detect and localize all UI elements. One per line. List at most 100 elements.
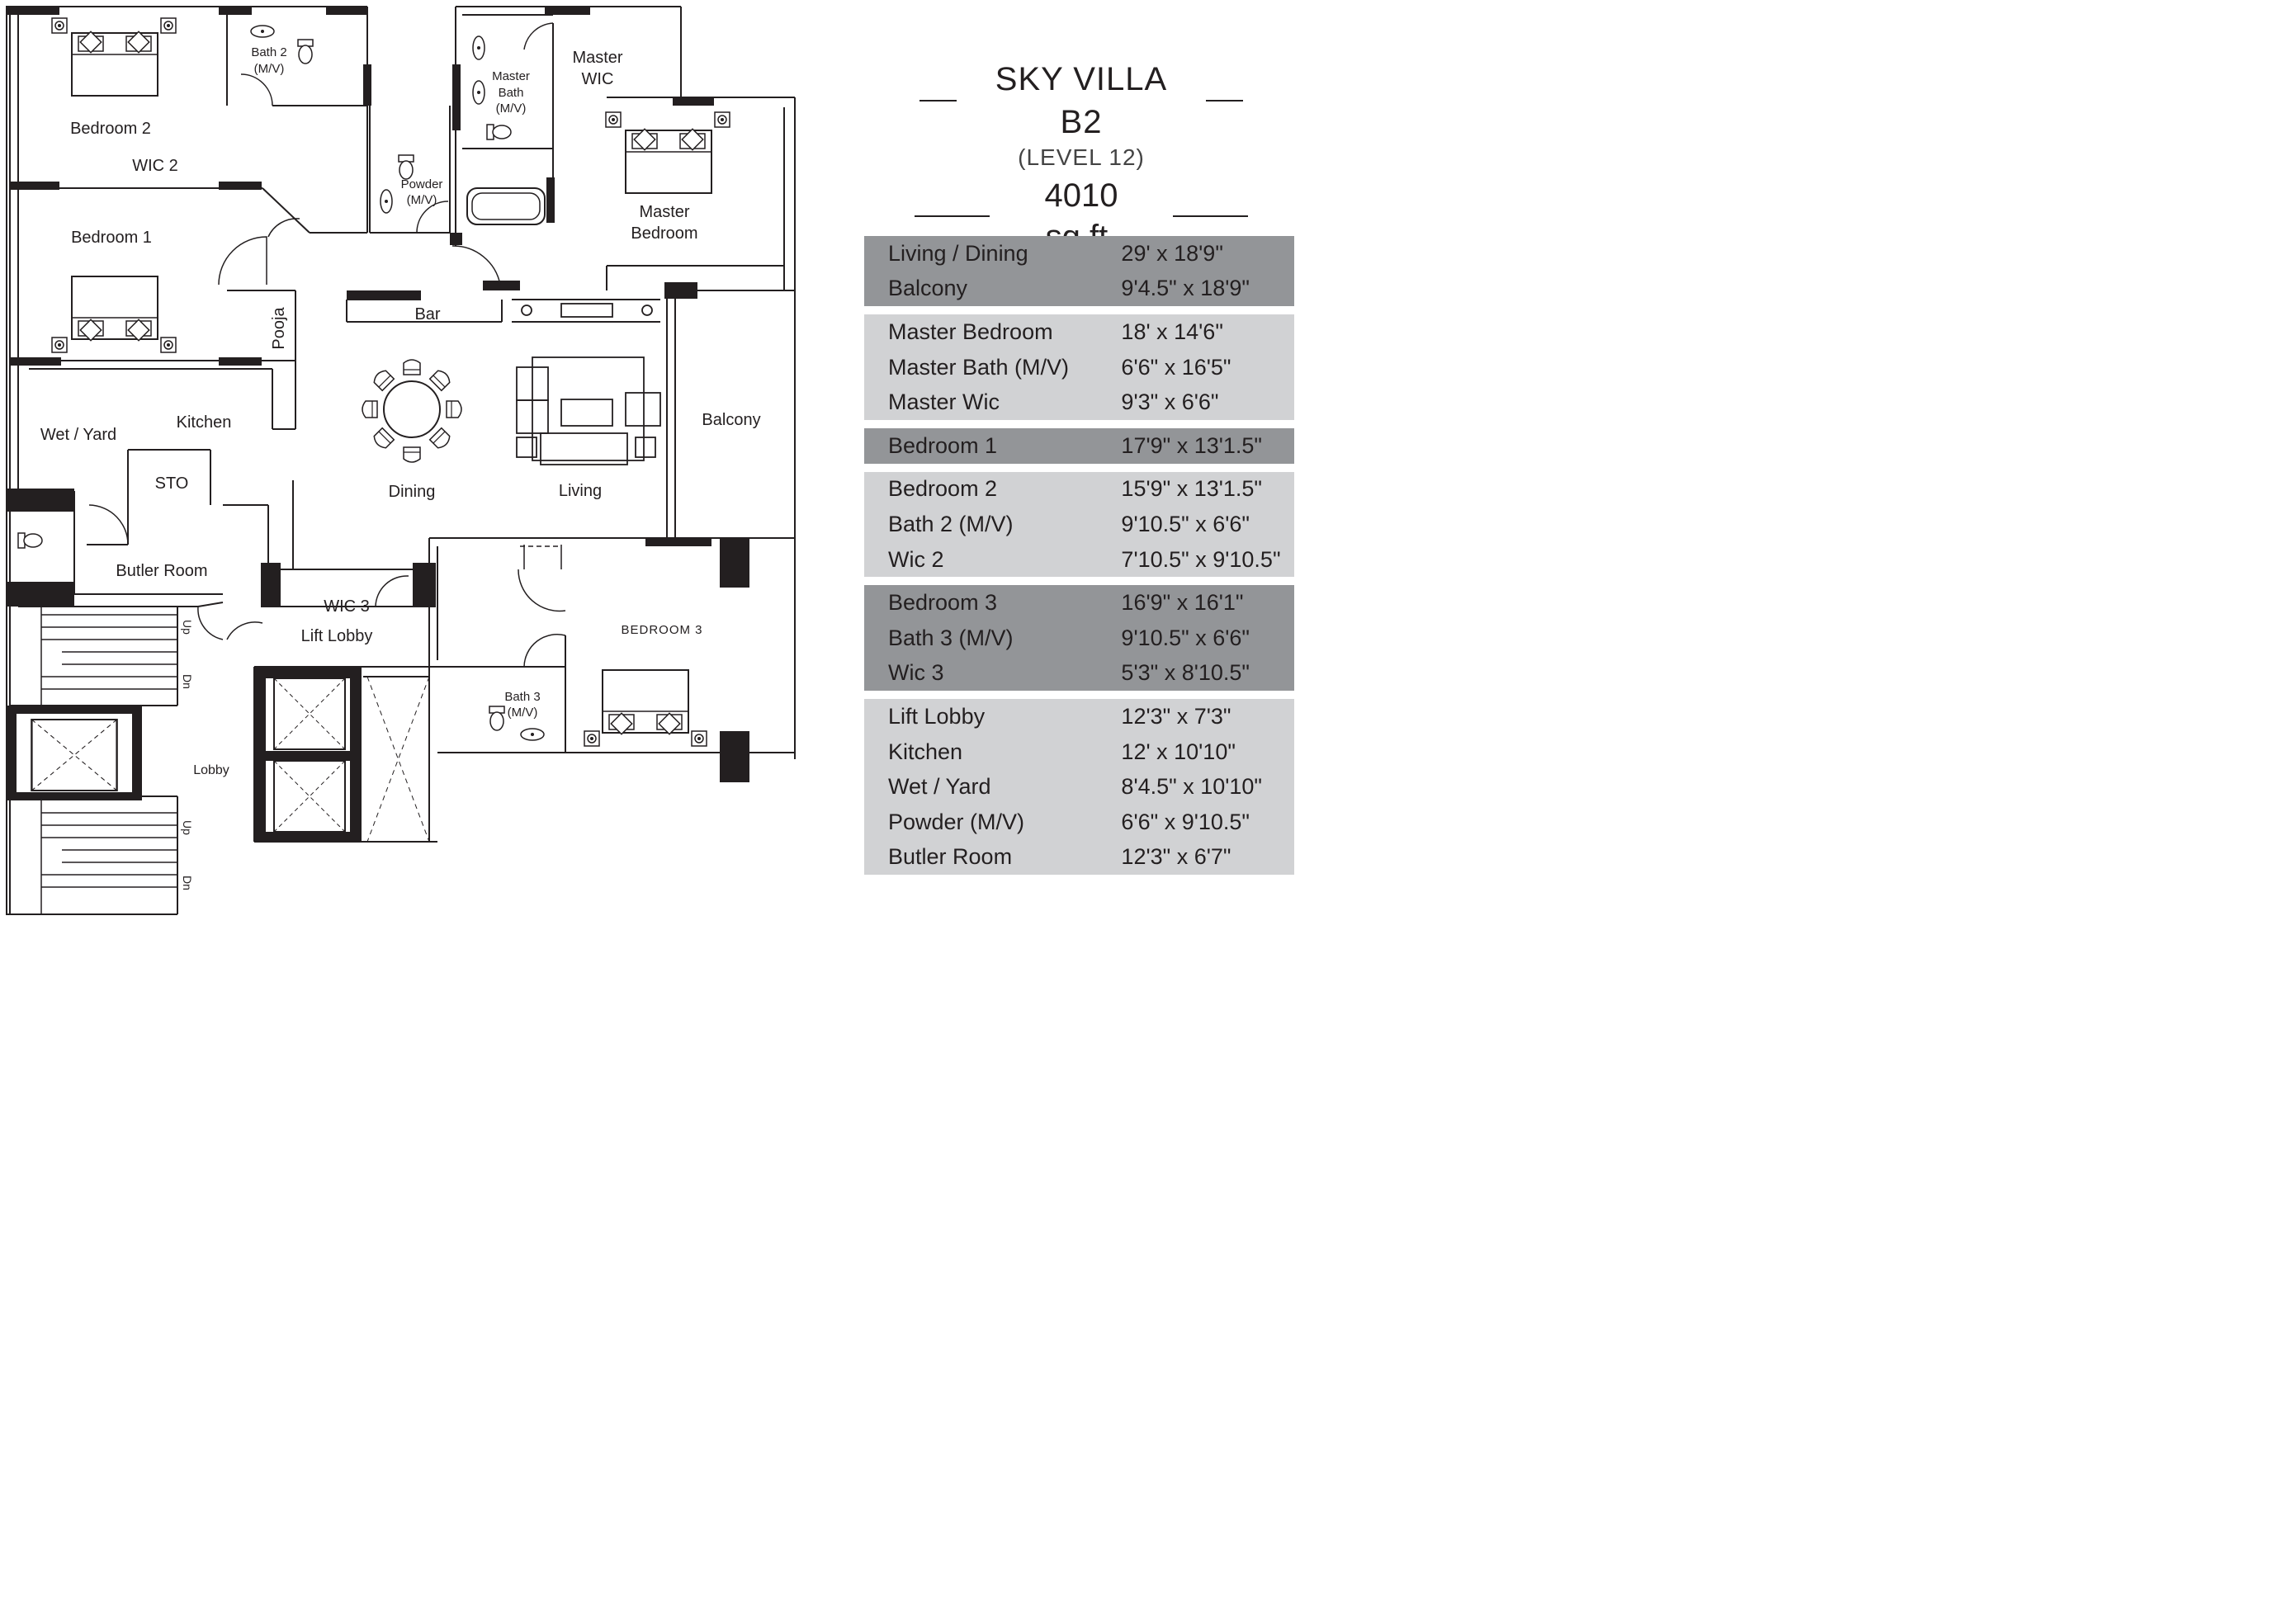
room-size: 5'3" x 8'10.5": [1121, 660, 1250, 686]
room-size: 17'9" x 13'1.5": [1121, 432, 1263, 458]
area-rule-left: [915, 215, 990, 217]
room-name: Wic 2: [888, 546, 944, 572]
room-name: Balcony: [888, 276, 968, 301]
room-row: Bedroom 2 15'9" x 13'1.5": [888, 472, 1294, 508]
room-row: Master Wic 9'3" x 6'6": [888, 385, 1294, 420]
label-stair-up-2: Up: [181, 820, 194, 835]
room-row: Bedroom 3 16'9" x 16'1": [888, 585, 1294, 621]
room-name: Bedroom 2: [888, 476, 998, 502]
room-name: Kitchen: [888, 739, 963, 764]
label-stair-dn-2: Dn: [181, 876, 194, 890]
room-group: Bedroom 1 17'9" x 13'1.5": [864, 427, 1294, 464]
room-size: 8'4.5" x 10'10": [1121, 774, 1263, 800]
master-bedroom-furniture: [605, 111, 730, 194]
door-swings: [88, 22, 566, 668]
stairs: [40, 607, 177, 914]
room-row: Wic 2 7'10.5" x 9'10.5": [888, 542, 1294, 578]
label-bar: Bar: [414, 305, 440, 323]
title-rule-left: [919, 100, 957, 102]
label-pooja: Pooja: [270, 307, 288, 350]
living-furniture: [516, 303, 661, 465]
label-dining: Dining: [389, 483, 436, 501]
label-master-wic-1: Master: [572, 49, 622, 67]
room-size: 15'9" x 13'1.5": [1121, 476, 1263, 502]
label-bedroom-2: Bedroom 2: [70, 120, 151, 138]
label-master-bedroom-2: Bedroom: [631, 224, 697, 243]
plan-labels: Bedroom 2 WIC 2 Bath 2 (M/V) Bedroom 1 P…: [40, 45, 761, 890]
bath-fixtures: [17, 25, 546, 741]
bedroom-3-furniture: [584, 669, 707, 747]
label-stair-dn-1: Dn: [181, 674, 194, 689]
room-size: 6'6" x 16'5": [1121, 354, 1231, 380]
area-rule-right: [1172, 215, 1249, 217]
label-master-bedroom-1: Master: [639, 203, 689, 221]
walls: [6, 6, 796, 915]
villa-name: SKY VILLA B2: [995, 61, 1168, 140]
room-size: 7'10.5" x 9'10.5": [1121, 546, 1281, 572]
room-name: Master Wic: [888, 389, 1000, 415]
room-name: Bath 3 (M/V): [888, 625, 1014, 650]
room-size: 12'3" x 7'3": [1121, 703, 1231, 729]
room-name: Lift Lobby: [888, 703, 986, 729]
room-size: 12'3" x 6'7": [1121, 844, 1231, 870]
label-master-wic-2: WIC: [582, 70, 614, 88]
room-name: Powder (M/V): [888, 809, 1025, 834]
title-block: SKY VILLA B2 (LEVEL 12) 4010 sq.ft.: [900, 58, 1263, 257]
room-group: Master Bedroom 18' x 14'6" Master Bath (M/…: [864, 314, 1294, 420]
room-size: 12' x 10'10": [1121, 739, 1236, 764]
room-group: Bedroom 3 16'9" x 16'1" Bath 3 (M/V) 9'10.5…: [864, 585, 1294, 692]
room-size: 9'10.5" x 6'6": [1121, 511, 1250, 536]
room-name: Living / Dining: [888, 240, 1028, 266]
label-powder-mv: (M/V): [407, 193, 437, 207]
room-row: Powder (M/V) 6'6" x 9'10.5": [888, 805, 1294, 840]
room-name: Bedroom 1: [888, 432, 998, 458]
bedroom-1-furniture: [51, 276, 177, 353]
room-group: Bedroom 2 15'9" x 13'1.5" Bath 2 (M/V) 9'10…: [864, 471, 1294, 578]
floor-plan: Bedroom 2 WIC 2 Bath 2 (M/V) Bedroom 1 P…: [6, 6, 796, 915]
label-powder: Powder: [401, 177, 443, 191]
label-sto: STO: [155, 474, 189, 493]
room-name: Master Bedroom: [888, 319, 1053, 344]
label-kitchen: Kitchen: [177, 413, 232, 432]
label-wet-yard: Wet / Yard: [40, 426, 116, 444]
label-bath-2: Bath 2: [251, 45, 286, 59]
label-wic-2: WIC 2: [132, 157, 178, 175]
label-lift-lobby: Lift Lobby: [301, 627, 373, 645]
room-row: Master Bath (M/V) 6'6" x 16'5": [888, 350, 1294, 385]
room-name: Bath 2 (M/V): [888, 511, 1014, 536]
label-lobby: Lobby: [193, 763, 229, 777]
label-wic-3: WIC 3: [324, 597, 370, 616]
room-row: Bath 2 (M/V) 9'10.5" x 6'6": [888, 507, 1294, 542]
room-size: 18' x 14'6": [1121, 319, 1223, 344]
room-row: Lift Lobby 12'3" x 7'3": [888, 699, 1294, 734]
level-label: (LEVEL 12): [1018, 144, 1145, 170]
room-row: Wic 3 5'3" x 8'10.5": [888, 656, 1294, 692]
label-master-bath-2: Bath: [499, 86, 524, 100]
room-group: Lift Lobby 12'3" x 7'3" Kitchen 12' x 10'10…: [864, 699, 1294, 876]
room-name: Bedroom 3: [888, 590, 998, 616]
villa-name-row: SKY VILLA B2: [900, 58, 1263, 144]
label-master-bath-3: (M/V): [496, 102, 527, 116]
room-row: Bath 3 (M/V) 9'10.5" x 6'6": [888, 621, 1294, 656]
label-living: Living: [559, 482, 602, 500]
room-row: Master Bedroom 18' x 14'6": [888, 314, 1294, 350]
label-bath-3-mv: (M/V): [508, 706, 538, 720]
room-name: Butler Room: [888, 844, 1013, 870]
room-name: Master Bath (M/V): [888, 354, 1070, 380]
structural-columns: [7, 7, 749, 842]
label-bath-3: Bath 3: [504, 690, 540, 704]
label-master-bath-1: Master: [492, 69, 530, 83]
label-bedroom-3: BEDROOM 3: [621, 623, 702, 637]
room-size: 16'9" x 16'1": [1121, 590, 1244, 616]
title-rule-right: [1205, 100, 1243, 102]
room-name: Wic 3: [888, 660, 944, 686]
room-row: Butler Room 12'3" x 6'7": [888, 840, 1294, 876]
label-butler-room: Butler Room: [116, 562, 207, 580]
room-size: 9'10.5" x 6'6": [1121, 625, 1250, 650]
room-size: 6'6" x 9'10.5": [1121, 809, 1250, 834]
room-size: 9'3" x 6'6": [1121, 389, 1219, 415]
